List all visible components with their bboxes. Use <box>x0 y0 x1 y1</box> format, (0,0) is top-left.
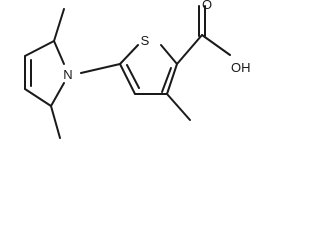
bond-thiophene-c2-c3-a <box>166 63 178 95</box>
atom-label-hydroxyl: OH <box>231 60 251 75</box>
bond-thiophene-c2-c3-b <box>161 67 172 93</box>
atom-label-oxygen: O <box>202 0 212 12</box>
bond-thiophene-c5-s <box>119 44 139 65</box>
bond-ring-to-carboxyl <box>176 34 203 65</box>
atom-labels: S N O OH <box>63 0 250 82</box>
bond-pyrrole-n-ca <box>53 40 65 65</box>
bond-pyrrole-cd-n <box>50 82 65 107</box>
atom-label-nitrogen: N <box>63 67 72 82</box>
bond-pyrrole-methyl-top <box>53 8 65 42</box>
bond-pyrrole-methyl-bottom <box>50 105 61 139</box>
bond-thiophene-s-c2 <box>160 44 178 65</box>
bond-lines <box>24 5 231 139</box>
bond-pyrrole-ca-cb <box>24 40 55 57</box>
bond-carboxyl-c-oh <box>201 34 231 56</box>
bond-thiophene-c4-c5-a <box>119 63 136 95</box>
molecule-diagram: S N O OH <box>24 0 251 139</box>
bond-pyrrole-cc-cd <box>24 88 52 107</box>
bond-thiophene-methyl <box>166 93 191 121</box>
bond-thiophene-c4-c5-b <box>126 64 140 89</box>
atom-label-sulfur: S <box>141 33 150 48</box>
bond-thiophene-to-pyrrole-n <box>80 63 121 74</box>
